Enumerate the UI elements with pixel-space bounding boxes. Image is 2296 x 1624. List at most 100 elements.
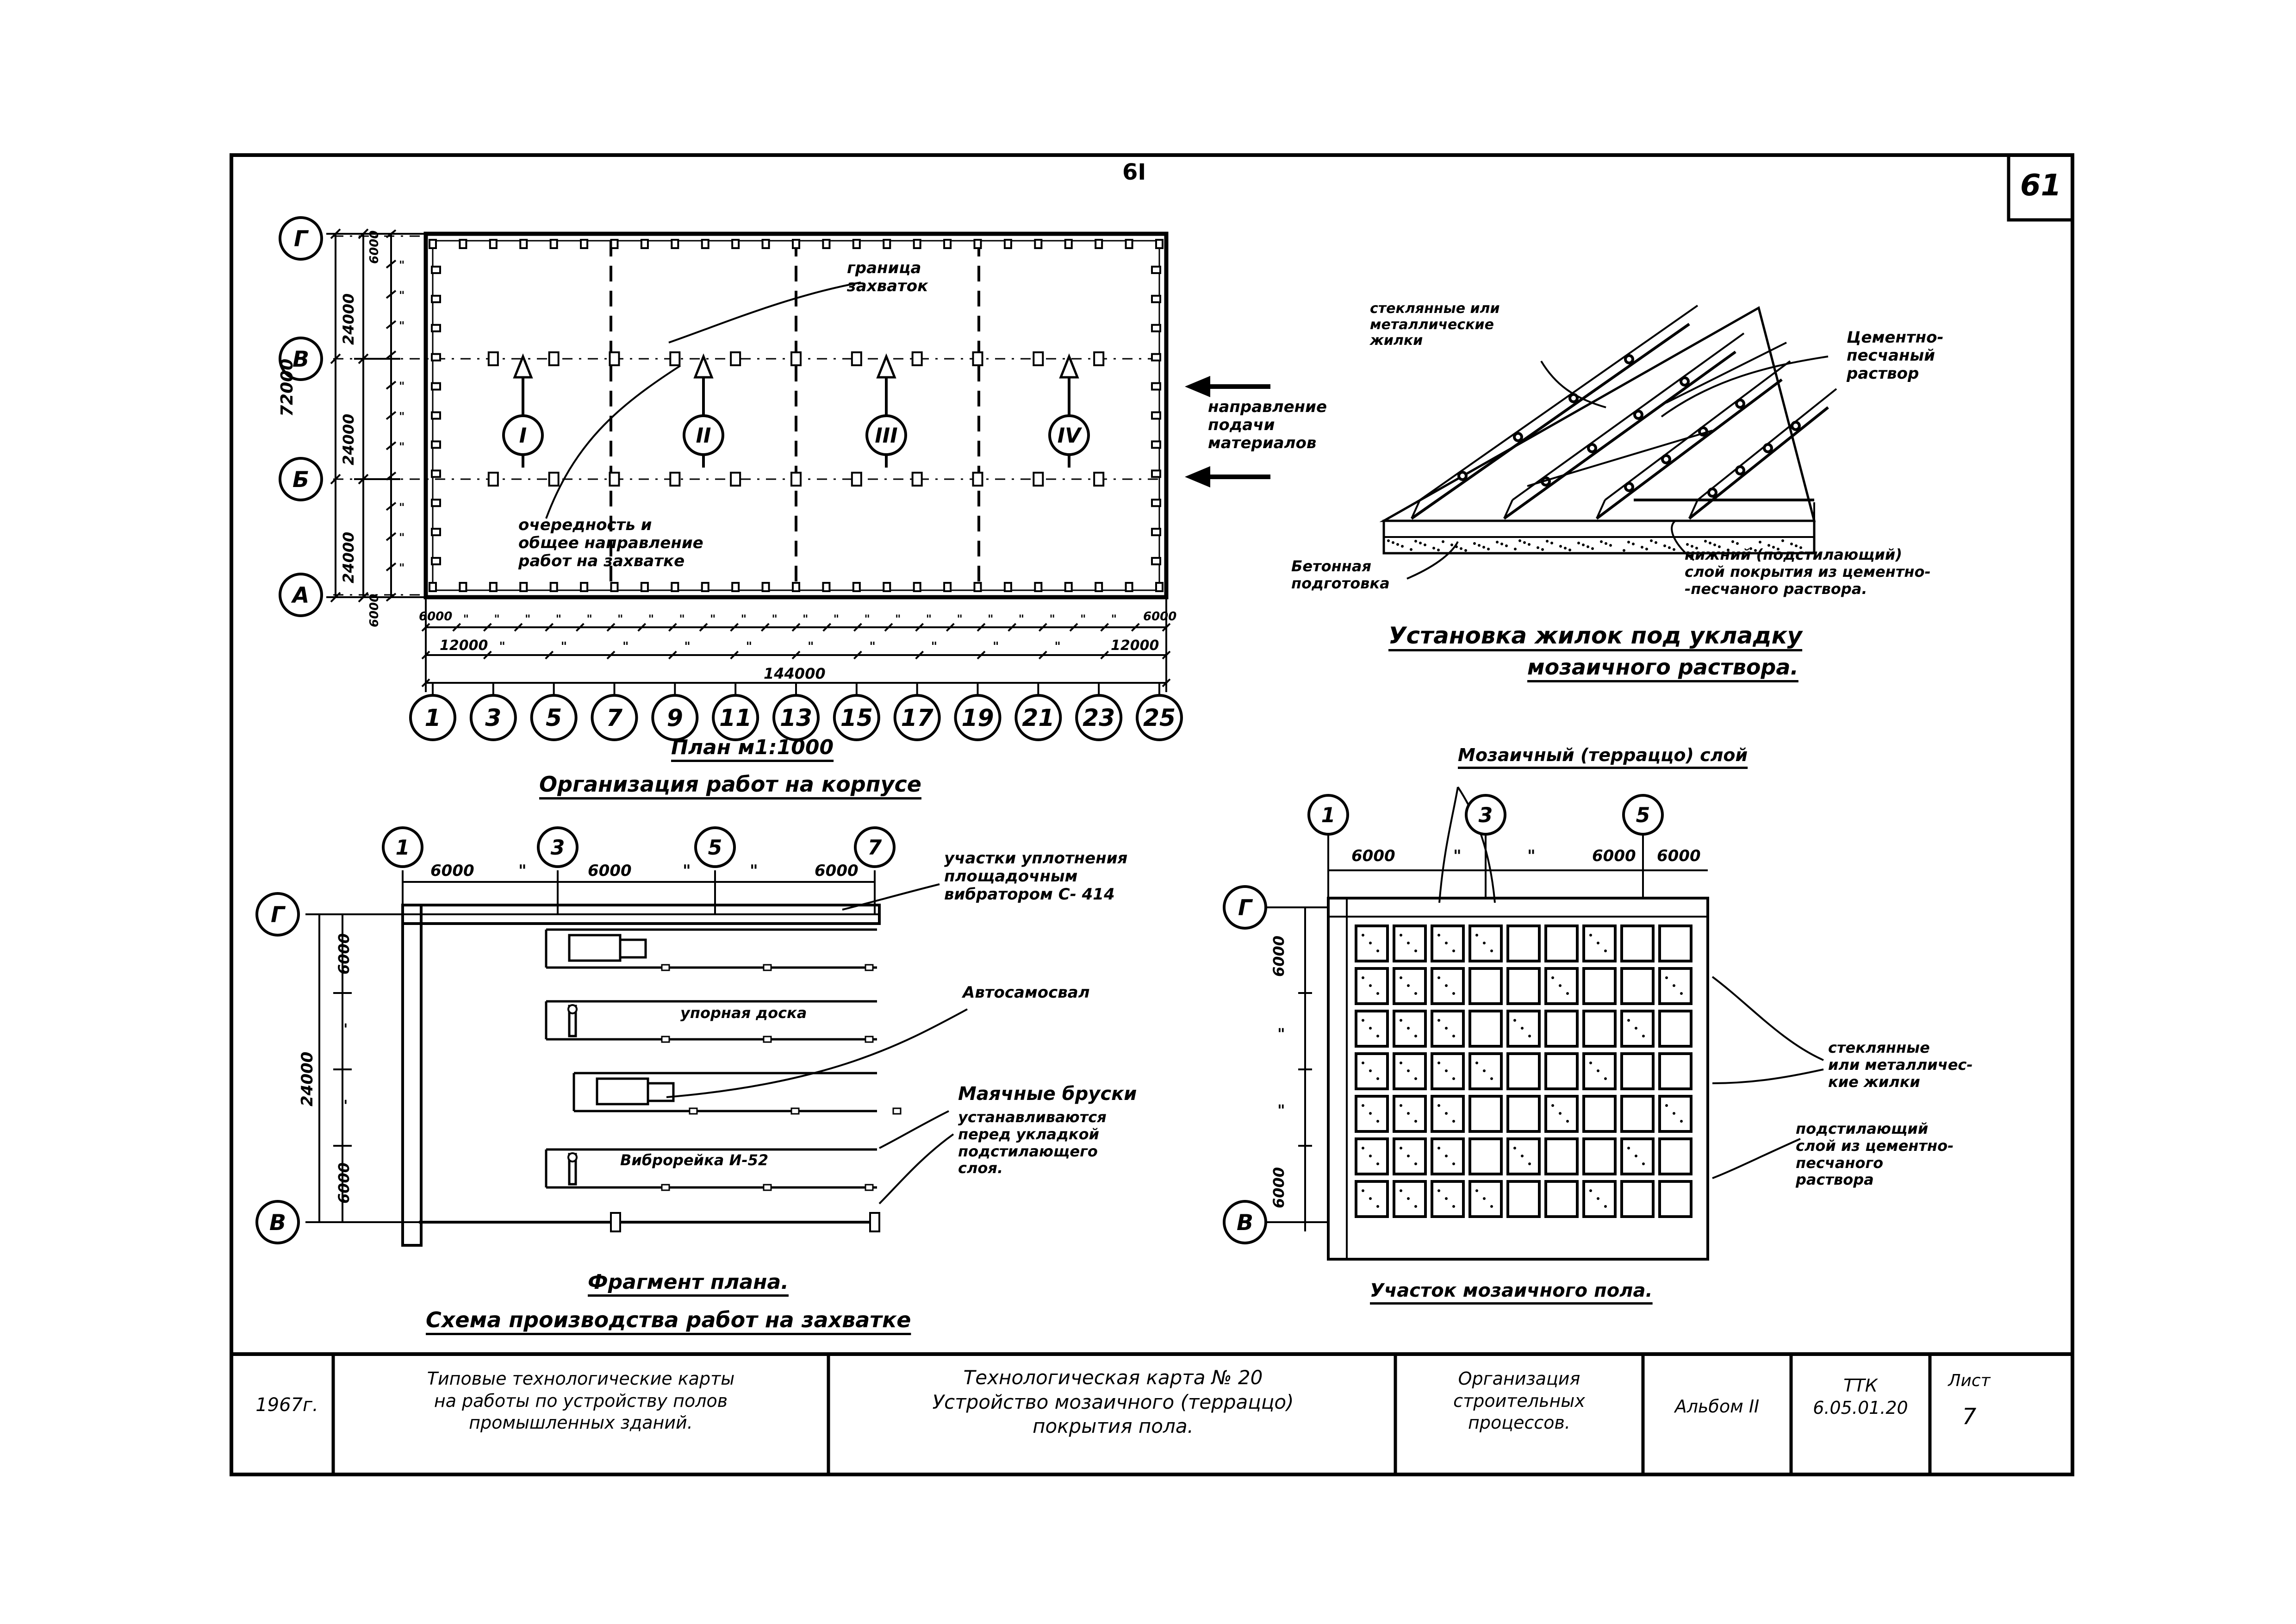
fragment-dim-step-1: 6000	[430, 862, 474, 880]
dim-ditto: "	[1111, 612, 1117, 625]
mosaic-dot	[1604, 1077, 1607, 1080]
board-knob	[567, 1152, 578, 1162]
fragment-ditto-side-1: "	[340, 1020, 348, 1038]
dim-ditto: "	[803, 612, 809, 625]
dim-tick	[386, 350, 397, 360]
pilaster-bottom	[580, 582, 589, 592]
mosaic-cell	[1658, 1010, 1692, 1048]
pilaster-bottom	[731, 582, 740, 592]
aggregate-dot	[1528, 543, 1531, 546]
pilaster-left	[431, 528, 441, 537]
mosaic-dot	[1490, 1205, 1493, 1208]
fragment-label-truck: Автосамосвал	[963, 983, 1090, 1002]
mosaic-dot	[1452, 1205, 1455, 1208]
mosaic-cell	[1506, 1180, 1541, 1218]
title-block-sheet-label: Лист	[1948, 1371, 1991, 1390]
strip-anchor	[1763, 443, 1773, 453]
strips-label-concrete: Бетонная подготовка	[1291, 557, 1390, 592]
mosaic-row-Г-label: Г	[1238, 895, 1253, 921]
mosaic-dot	[1407, 1197, 1410, 1200]
dim-tick	[386, 593, 397, 602]
pilaster-top	[429, 239, 437, 249]
mosaic-column-3-circle	[1465, 794, 1506, 836]
mosaic-dot	[1521, 1027, 1524, 1030]
aggregate-dot	[1387, 539, 1390, 542]
mosaic-dot	[1513, 1147, 1516, 1149]
pilaster-top	[1125, 239, 1133, 249]
column-axis-5-label: 5	[546, 704, 562, 731]
mosaic-cell	[1468, 967, 1503, 1005]
plan-dim-end-left: 12000	[440, 637, 488, 654]
interior-column	[669, 351, 681, 366]
plan-columns	[429, 239, 1164, 592]
pilaster-bottom	[852, 582, 861, 592]
mosaic-row-Г-circle	[1223, 885, 1267, 930]
row-axis-lines	[333, 235, 1159, 596]
column-axis-21-label: 21	[1022, 704, 1054, 731]
strips-leader	[1540, 360, 1606, 408]
pilaster-left	[431, 499, 441, 507]
pilaster-bottom	[459, 582, 467, 592]
plan-label-boundary: граница захваток	[847, 259, 928, 296]
mosaic-dot	[1414, 992, 1417, 995]
dim-tick	[386, 441, 397, 450]
strip-bar-top	[1419, 305, 1699, 501]
mosaic-row-Г: Г	[1223, 885, 1267, 930]
column-axis-19: 19	[954, 694, 1002, 741]
beacon-bar	[763, 1184, 772, 1191]
mosaic-dot	[1362, 934, 1364, 937]
mosaic-dot	[1627, 1019, 1630, 1022]
dim-tick	[1038, 623, 1047, 632]
pilaster-top	[549, 239, 558, 249]
interior-column	[1093, 472, 1105, 487]
plan-label-sequence: очередность и общее направление работ на…	[518, 516, 703, 571]
interior-column	[1093, 351, 1105, 366]
pilaster-bottom	[610, 582, 619, 592]
pilaster-right	[1151, 382, 1161, 391]
mosaic-dot	[1445, 984, 1448, 987]
pilaster-top	[671, 239, 679, 249]
dim-tick	[386, 320, 397, 329]
aggregate-dot	[1514, 548, 1517, 550]
mosaic-dot	[1559, 1112, 1562, 1115]
mosaic-cell	[1658, 924, 1692, 962]
pilaster-top	[701, 239, 709, 249]
zone-marker-II-circle	[683, 414, 724, 456]
aggregate-dot	[1392, 541, 1394, 544]
mosaic-dot	[1445, 1069, 1448, 1072]
pilaster-top	[822, 239, 831, 249]
mosaic-cell	[1544, 1095, 1579, 1133]
truck-leader	[666, 1008, 968, 1098]
column-axis-11: 11	[712, 694, 759, 741]
mosaic-dot	[1407, 942, 1410, 944]
pilaster-bottom	[640, 582, 649, 592]
dim-tick	[1008, 623, 1017, 632]
mosaic-dot	[1437, 1189, 1440, 1192]
dim-ditto: "	[1054, 640, 1061, 654]
dim-tick	[853, 623, 862, 632]
aggregate-dot	[1772, 546, 1775, 549]
mosaic-dot	[1490, 949, 1493, 952]
mosaic-dot	[1369, 1155, 1372, 1157]
mosaic-cell	[1468, 924, 1503, 962]
dim-tick	[421, 678, 430, 687]
dim-ditto: "	[1080, 612, 1086, 625]
fragment-column-7-circle	[854, 826, 896, 868]
pilaster-bottom	[792, 582, 800, 592]
interior-column	[609, 351, 620, 366]
column-axis-5-circle	[530, 694, 578, 741]
mosaic-column-1-circle	[1307, 794, 1349, 836]
mosaic-dot	[1437, 976, 1440, 979]
title-block-code: ТТК 6.05.01.20	[1813, 1375, 1908, 1418]
mosaic-dot	[1376, 1205, 1379, 1208]
strip-bar-end	[1596, 500, 1606, 519]
dim-tick	[1162, 678, 1171, 687]
pilaster-right	[1151, 265, 1161, 274]
column-axis-15-label: 15	[840, 704, 873, 731]
mosaic-cell	[1658, 1095, 1692, 1133]
pilaster-bottom	[1095, 582, 1103, 592]
mosaic-dot	[1475, 1062, 1478, 1064]
fragment-row-Г: Г	[255, 892, 300, 937]
